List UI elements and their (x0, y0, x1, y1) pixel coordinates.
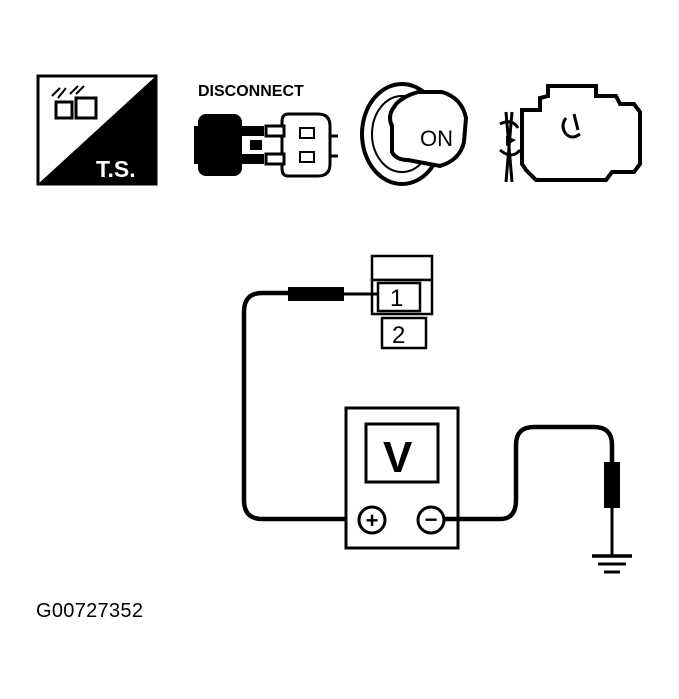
disconnect-label: DISCONNECT (198, 83, 304, 100)
ignition-on-label: ON (420, 126, 453, 151)
connector-pin-1: 1 (390, 285, 403, 312)
voltmeter-symbol: V (383, 433, 413, 482)
relay-symbol-icon (51, 85, 98, 120)
figure-id: G00727352 (36, 600, 144, 622)
connector-pin-2: 2 (392, 322, 405, 349)
troubleshooting-icon: T.S. (36, 74, 158, 186)
positive-terminal-label: + (366, 508, 379, 533)
negative-terminal-label: − (425, 507, 438, 532)
voltmeter: V + − (344, 406, 460, 550)
positive-test-lead (241, 287, 378, 522)
engine-icon (499, 84, 642, 183)
disconnect-connector-icon: DISCONNECT (194, 83, 338, 178)
ignition-on-icon: ON (360, 82, 469, 186)
ground-symbol-icon (592, 554, 632, 574)
positive-terminal-icon (357, 505, 387, 535)
negative-test-lead (444, 424, 620, 556)
ts-label: T.S. (96, 156, 136, 182)
harness-connector: 1 2 (370, 254, 434, 350)
